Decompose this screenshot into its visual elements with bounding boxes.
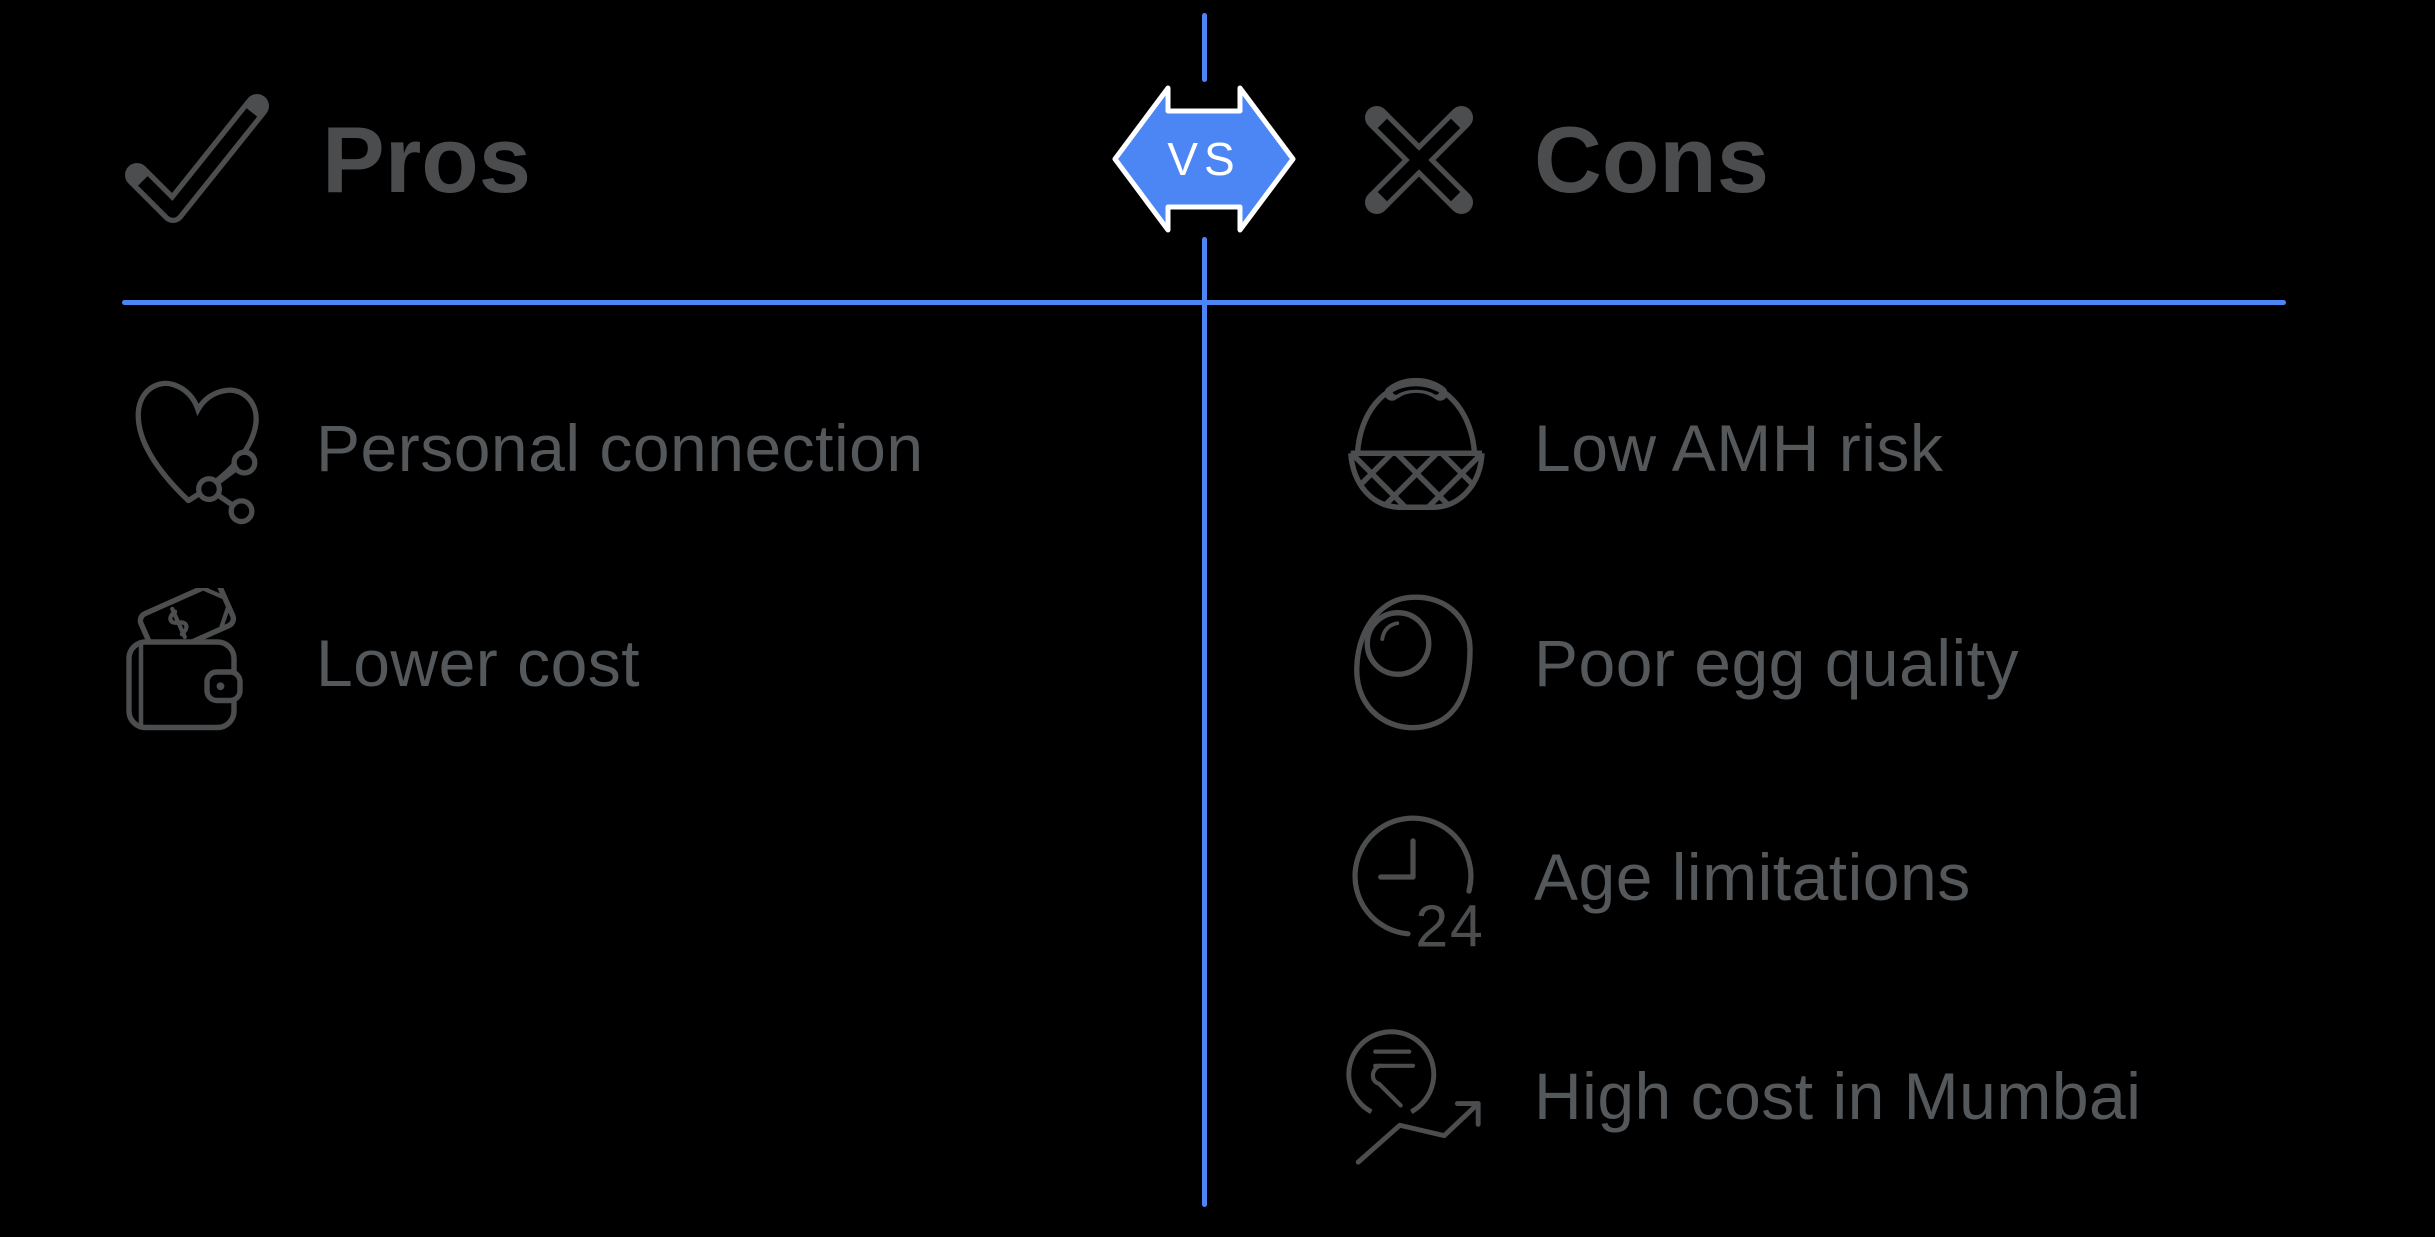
pros-item-personal-connection: Personal connection	[110, 368, 924, 528]
x-icon	[1344, 87, 1494, 233]
pros-header: Pros	[112, 84, 531, 236]
clock-24-icon: 24	[1328, 801, 1498, 953]
cons-item-high-cost: High cost in Mumbai	[1328, 1016, 2141, 1176]
divider-vertical-bottom	[1202, 237, 1207, 1207]
heart-share-icon	[110, 371, 280, 526]
cons-item-low-amh-risk: Low AMH risk	[1328, 368, 1943, 528]
rupee-trend-icon	[1328, 1025, 1498, 1167]
clock-24-badge: 24	[1415, 894, 1484, 953]
wallet-money-icon	[110, 588, 280, 738]
vs-badge: VS	[1111, 84, 1297, 234]
pros-title: Pros	[322, 107, 531, 212]
divider-vertical-top	[1202, 13, 1207, 82]
fried-egg-icon	[1328, 588, 1498, 738]
item-label: Low AMH risk	[1534, 411, 1944, 485]
egg-basket-icon	[1328, 375, 1498, 521]
cons-item-poor-egg-quality: Poor egg quality	[1328, 583, 2019, 743]
item-label: High cost in Mumbai	[1534, 1059, 2142, 1133]
item-label: Age limitations	[1534, 840, 1971, 914]
vs-label: VS	[1167, 133, 1240, 185]
cons-header: Cons	[1344, 84, 1769, 236]
item-label: Personal connection	[316, 411, 924, 485]
item-label: Lower cost	[316, 626, 641, 700]
cons-item-age-limitations: 24 Age limitations	[1328, 797, 1971, 957]
item-label: Poor egg quality	[1534, 626, 2019, 700]
double-arrow-icon: VS	[1112, 85, 1296, 233]
check-icon	[112, 85, 282, 235]
pros-item-lower-cost: Lower cost	[110, 583, 640, 743]
cons-title: Cons	[1534, 107, 1769, 212]
